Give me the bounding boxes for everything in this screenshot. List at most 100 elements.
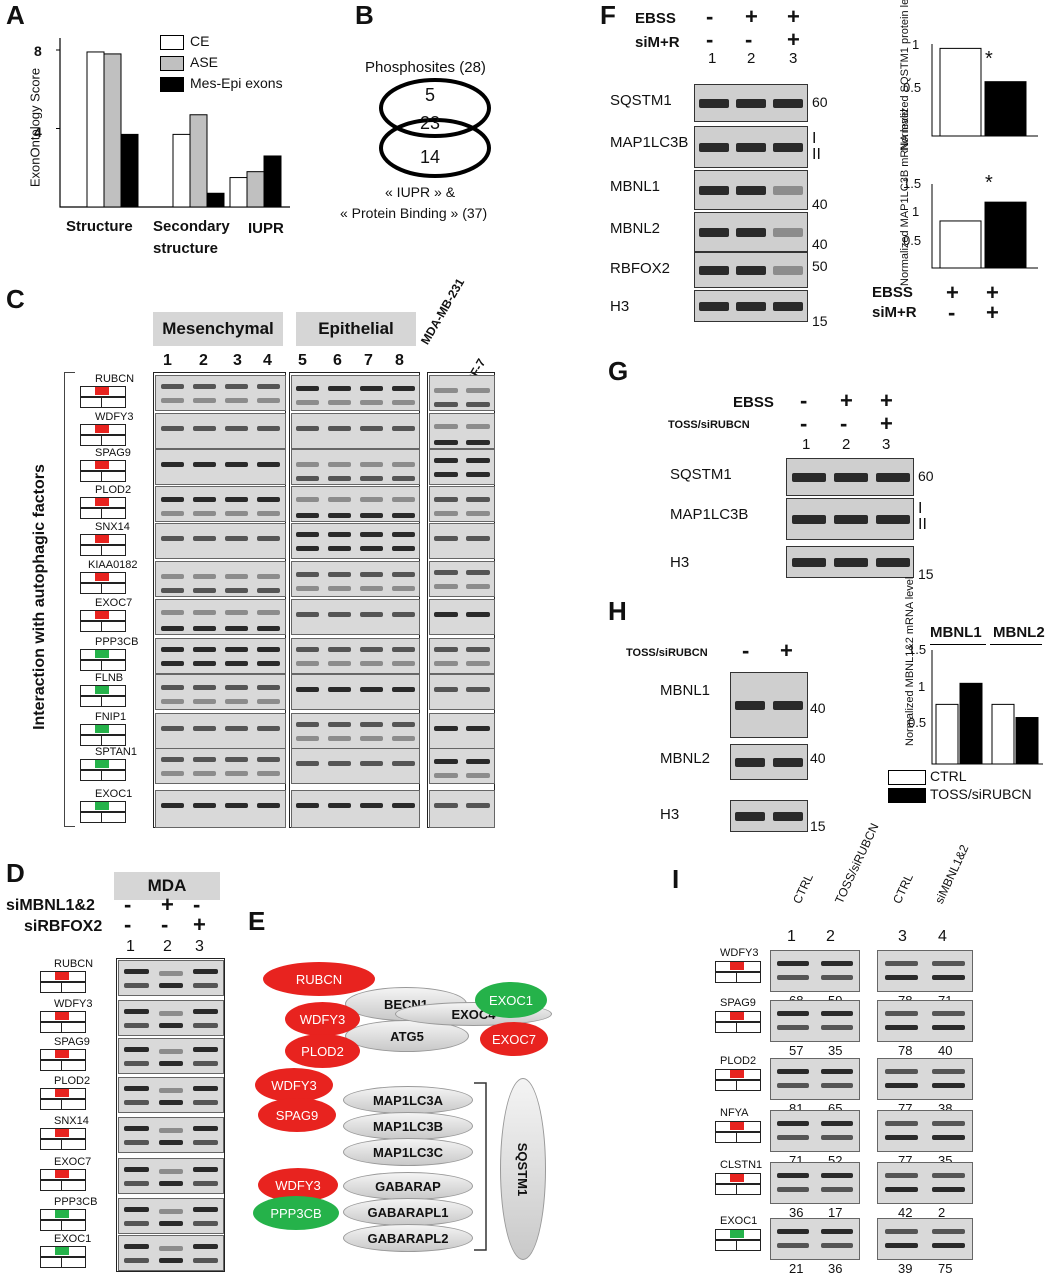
gel-band [777, 1243, 809, 1248]
lane-label-8: 8 [395, 352, 404, 369]
gel-band [160, 626, 184, 631]
node-exoc1: EXOC1 [475, 982, 547, 1018]
gel-band [821, 1173, 853, 1178]
g-arrow-ii-icon: II [918, 516, 927, 533]
gene-label-c-ppp3cb: PPP3CB [95, 636, 139, 648]
node-ppp3cb: PPP3CB [253, 1196, 339, 1230]
gel-band [296, 647, 320, 652]
blot-f-mbnl2 [694, 212, 808, 252]
bar-ase-0 [103, 53, 122, 208]
bar-ase-2 [246, 171, 265, 208]
gene-label-i-exoc1: EXOC1 [720, 1215, 758, 1227]
gel-band [391, 572, 415, 577]
gel-band [257, 771, 281, 776]
g-mw-60: 60 [918, 468, 934, 484]
venn-bottom-2: « Protein Binding » (37) [340, 205, 488, 221]
gel-band [296, 736, 320, 741]
gel-band [193, 1126, 219, 1131]
exon-green-icon [80, 801, 126, 823]
gel-band [359, 803, 383, 808]
gene-label-i-spag9: SPAG9 [720, 997, 756, 1009]
blot-band [773, 186, 803, 195]
f-arrow-ii-icon: II [812, 146, 821, 163]
blot-band [773, 228, 803, 237]
gel-c-lines-6 [429, 599, 495, 635]
gel-band [328, 497, 352, 502]
gel-band [225, 699, 249, 704]
blot-g-sqstm1 [786, 458, 914, 496]
panel-label-h: H [608, 596, 627, 626]
gel-band [434, 661, 458, 666]
blot-band [736, 302, 766, 311]
gel-band [884, 975, 919, 980]
f-row1-label: EBSS [635, 10, 676, 27]
i-lane-2: 2 [826, 928, 835, 945]
bar-0 [939, 220, 982, 269]
i-val-4-3: 2 [938, 1205, 946, 1220]
f-ytick-t1: 0.5 [903, 80, 922, 95]
d-row2-sign-1: - [124, 912, 132, 937]
gel-band [123, 983, 149, 988]
gene-label-i-nfya: NFYA [720, 1107, 749, 1119]
h-mw-2: 15 [810, 818, 826, 834]
gel-band [434, 803, 458, 808]
f-blot-label-rbfox2: RBFOX2 [610, 260, 671, 277]
d-row1-sign-1: - [124, 892, 132, 917]
gel-band [192, 398, 216, 403]
gel-band [193, 1207, 219, 1212]
gel-band [160, 771, 184, 776]
venn-diagram [379, 78, 491, 178]
g-row2-sign-1: - [800, 411, 808, 436]
exon-red-icon [80, 460, 126, 482]
gel-band [158, 1258, 184, 1263]
gel-i-right-0 [877, 950, 973, 992]
gel-band [359, 647, 383, 652]
gel-band [359, 661, 383, 666]
gel-band [225, 426, 249, 431]
gel-i-left-3 [770, 1110, 860, 1152]
gene-label-d-wdfy3: WDFY3 [54, 998, 93, 1010]
exon-red-icon [40, 971, 86, 993]
gel-band [160, 685, 184, 690]
gel-band [160, 384, 184, 389]
gene-label-d-exoc1: EXOC1 [54, 1233, 92, 1245]
f-ytick-b0: 1.5 [903, 176, 922, 191]
f-ytick-b2: 0.5 [903, 233, 922, 248]
gel-band [160, 610, 184, 615]
blot-f-rbfox2 [694, 252, 808, 288]
gel-band [160, 426, 184, 431]
d-row2-sign-3: + [193, 912, 206, 937]
i-val-5-0: 21 [789, 1261, 804, 1276]
gel-band [821, 1187, 853, 1192]
gel-band [434, 570, 458, 575]
gel-band [391, 546, 415, 551]
gel-band [931, 1187, 966, 1192]
h-row-label: TOSS/siRUBCN [626, 647, 708, 659]
gel-band [821, 1121, 853, 1126]
gel-i-right-5 [877, 1218, 973, 1260]
xcat-secondary: Secondary [153, 218, 230, 235]
gel-d-1 [118, 1000, 224, 1036]
gel-band [777, 1135, 809, 1140]
lane-label-7: 7 [364, 352, 373, 369]
h-blot-label-h3: H3 [660, 806, 680, 823]
gene-label-c-fnip1: FNIP1 [95, 711, 127, 723]
blot-band [773, 99, 803, 108]
f-bar-row2-label: siM+R [872, 304, 917, 321]
gel-band [158, 971, 184, 976]
gel-band [225, 803, 249, 808]
venn-n3: 14 [420, 147, 441, 167]
gel-band [821, 1025, 853, 1030]
node-label: GABARAPL2 [367, 1230, 449, 1246]
h-bar-1-1 [1015, 717, 1039, 765]
gel-band [225, 661, 249, 666]
gel-band [884, 1083, 919, 1088]
i-val-1-3: 40 [938, 1043, 953, 1058]
exon-red-icon [40, 1088, 86, 1110]
blot-band [773, 266, 803, 275]
gel-band [225, 462, 249, 467]
h-blot-label-mbnl1: MBNL1 [660, 682, 711, 699]
gel-band [931, 1083, 966, 1088]
gel-band [391, 462, 415, 467]
f-mw-2: 40 [812, 236, 828, 252]
